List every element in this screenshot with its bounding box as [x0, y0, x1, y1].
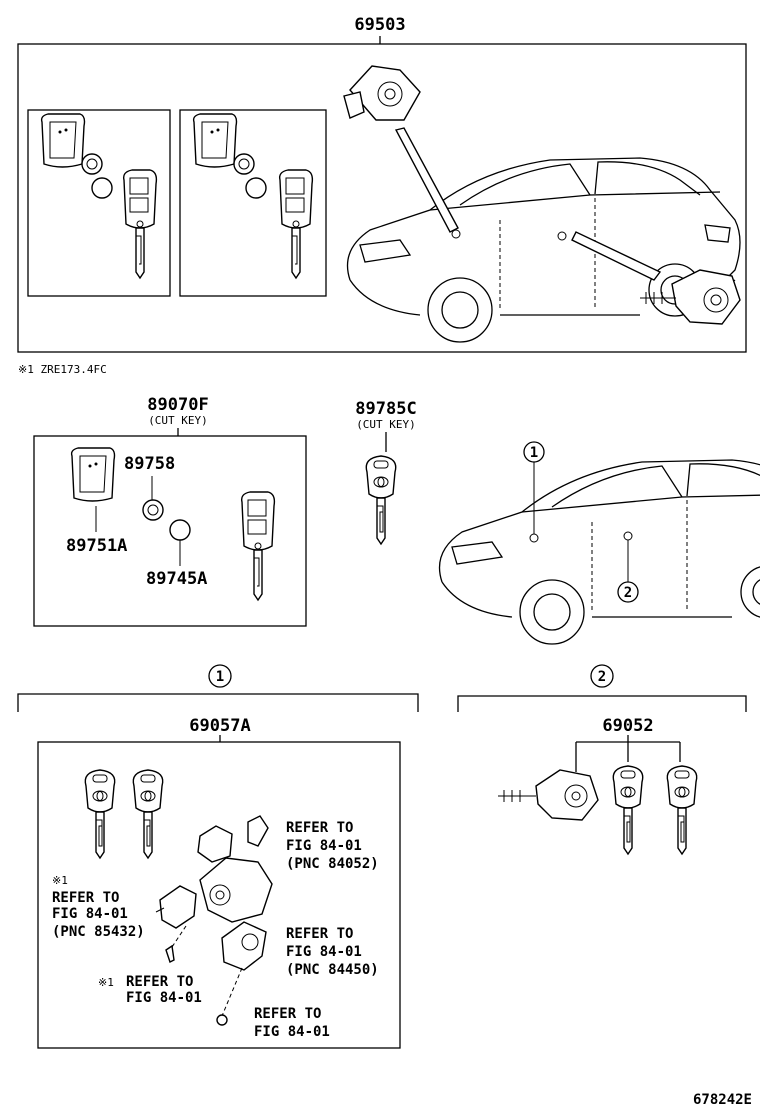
- svg-text:※1: ※1: [98, 976, 114, 989]
- svg-text:FIG 84-01: FIG 84-01: [286, 944, 362, 960]
- ref-block-screw: ※1 REFER TO FIG 84-01: [98, 974, 202, 1006]
- group1-bracket: [17, 693, 419, 712]
- label-89751A: 89751A: [66, 536, 127, 556]
- cut-key-part-number: 89785C: [355, 399, 416, 419]
- ref-block-84450: REFER TO FIG 84-01 (PNC 84450): [286, 926, 379, 978]
- group1-key-a: [84, 769, 116, 859]
- svg-text:FIG 84-01: FIG 84-01: [254, 1024, 330, 1040]
- svg-text:REFER TO: REFER TO: [286, 926, 353, 942]
- svg-text:FIG 84-01: FIG 84-01: [126, 990, 202, 1006]
- label-89758: 89758: [124, 454, 175, 474]
- ref-block-84052: REFER TO FIG 84-01 (PNC 84052): [286, 820, 379, 872]
- group2-part-number: 69052: [602, 716, 653, 736]
- car-illustration-top: [346, 157, 741, 343]
- ignition-cylinder-drawing: [343, 65, 421, 121]
- group2-key-b: [666, 765, 698, 855]
- holder-drawing: [142, 499, 164, 521]
- figure-id: 678242E: [693, 1092, 752, 1108]
- svg-text:REFER TO: REFER TO: [286, 820, 353, 836]
- ref-block-85432: ※1 REFER TO FIG 84-01 (PNC 85432): [52, 874, 145, 940]
- key-kit-a-drawing: [40, 113, 158, 279]
- cut-key-subtitle: (CUT KEY): [356, 418, 416, 431]
- main-part-number: 69503: [354, 15, 405, 35]
- callout-1-top-text: 1: [530, 445, 538, 461]
- svg-text:REFER TO: REFER TO: [52, 890, 119, 906]
- key-case-shell-drawing: [70, 447, 116, 502]
- arrow-door: [571, 231, 662, 281]
- arrow-ignition: [394, 127, 459, 233]
- key-kit-part-number: 89070F: [147, 395, 208, 415]
- door-cylinder-drawing: [640, 269, 741, 325]
- group1-box: [37, 741, 401, 1049]
- key-kit-box-a: [27, 109, 171, 297]
- callout-2-group-text: 2: [598, 669, 606, 685]
- callout-2-top-text: 2: [624, 585, 632, 601]
- group2-key-a: [612, 765, 644, 855]
- note-text: ※1 ZRE173.4FC: [18, 363, 107, 376]
- key-kit-b-drawing: [192, 113, 314, 279]
- cut-key-drawing: [365, 455, 397, 545]
- label-89745A: 89745A: [146, 569, 207, 589]
- svg-text:※1: ※1: [52, 874, 68, 887]
- svg-text:(PNC 84450): (PNC 84450): [286, 962, 379, 978]
- group2-door-cylinder-drawing: [498, 769, 599, 821]
- callout-1-group-text: 1: [216, 669, 224, 685]
- group1-lock-assembly-drawing: [159, 815, 273, 1026]
- car-illustration-middle: [438, 459, 760, 645]
- svg-text:REFER TO: REFER TO: [254, 1006, 321, 1022]
- ref-block-pin: REFER TO FIG 84-01: [254, 1006, 330, 1040]
- group1-part-number: 69057A: [189, 716, 250, 736]
- key-kit-box-b: [179, 109, 327, 297]
- svg-text:(PNC 85432): (PNC 85432): [52, 924, 145, 940]
- svg-text:FIG 84-01: FIG 84-01: [52, 906, 128, 922]
- battery-drawing: [169, 519, 191, 541]
- svg-text:REFER TO: REFER TO: [126, 974, 193, 990]
- svg-text:(PNC 84052): (PNC 84052): [286, 856, 379, 872]
- callout-1-group: [208, 664, 232, 688]
- callout-2-group: [590, 664, 614, 688]
- flip-key-drawing: [240, 491, 276, 601]
- key-kit-subtitle: (CUT KEY): [148, 414, 208, 427]
- svg-text:FIG 84-01: FIG 84-01: [286, 838, 362, 854]
- key-kit-box: [33, 435, 307, 627]
- group1-key-b: [132, 769, 164, 859]
- group2-bracket: [457, 695, 747, 712]
- main-assembly-box: [17, 43, 747, 353]
